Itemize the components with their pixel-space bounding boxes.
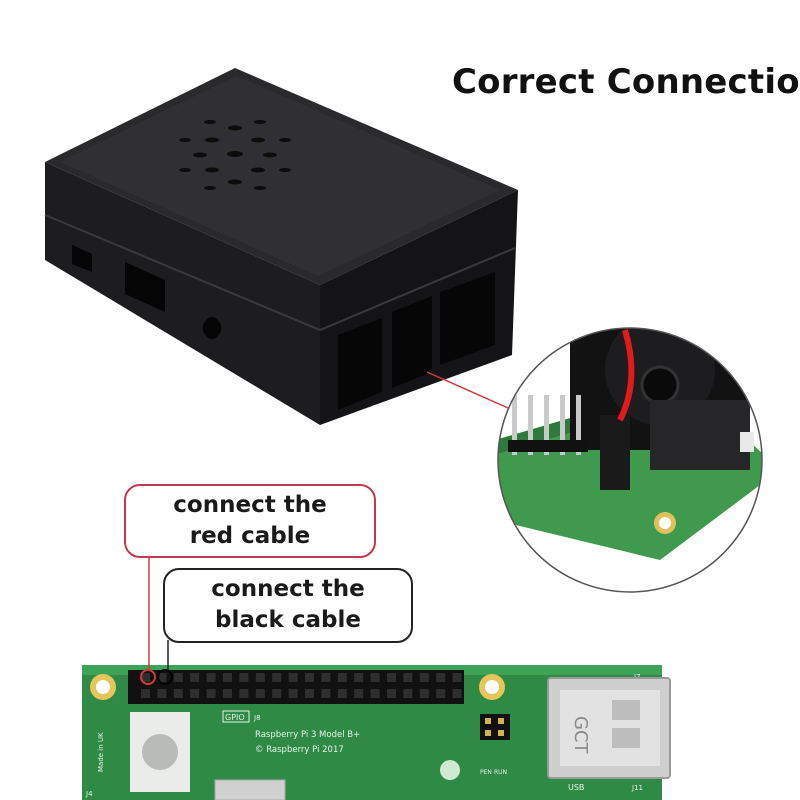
gpio-pin	[354, 689, 364, 698]
gpio-pin	[321, 673, 331, 682]
callout-black-line1: connect the	[211, 576, 365, 602]
gpio-pin	[255, 689, 265, 698]
gpio-pin	[141, 673, 150, 682]
gpio-pin	[436, 673, 446, 682]
gpio-pin	[419, 689, 429, 698]
raspberry-pi-case	[44, 68, 518, 425]
red-pin-marker	[140, 669, 156, 685]
j4-label: J4	[85, 790, 93, 798]
gpio-pin	[206, 689, 216, 698]
gpio-pin	[157, 689, 167, 698]
zoom-detail	[497, 327, 763, 593]
gpio-pin	[223, 689, 232, 698]
gpio-pin	[436, 689, 446, 698]
copyright-label: © Raspberry Pi 2017	[255, 745, 344, 755]
page-title: Correct Connection	[452, 62, 800, 102]
made-in-label: Made in UK	[97, 732, 105, 772]
usb-label: USB	[568, 783, 584, 792]
gpio-pin	[190, 689, 200, 698]
j8-label: J8	[253, 714, 261, 722]
gpio-pin	[272, 689, 282, 698]
gpio-pin	[206, 673, 216, 682]
gpio-pin	[288, 673, 298, 682]
gpio-pin	[403, 673, 413, 682]
gpio-pin	[337, 689, 347, 698]
gpio-pin	[288, 689, 298, 698]
gpio-pin	[452, 689, 462, 698]
callout-red-line2: red cable	[189, 523, 311, 549]
gpio-pin	[173, 673, 183, 682]
gpio-pin	[255, 673, 265, 682]
callout-red-cable: connect the red cable	[124, 484, 376, 558]
gpio-pin	[403, 689, 413, 698]
gpio-pin	[387, 673, 396, 682]
gpio-pin	[141, 689, 150, 698]
gpio-pin	[239, 673, 249, 682]
pen-label: PEN	[480, 769, 492, 776]
gpio-pin	[387, 689, 396, 698]
leader-line	[426, 371, 509, 409]
callout-red-line1: connect the	[173, 492, 327, 518]
gpio-pin	[305, 673, 314, 682]
gpio-pin	[239, 689, 249, 698]
gpio-pin	[337, 673, 347, 682]
gpio-pin	[190, 673, 200, 682]
gpio-pin	[354, 673, 364, 682]
j11-label: J11	[631, 784, 643, 792]
gpio-pin	[173, 689, 183, 698]
run-label: RUN	[494, 769, 507, 776]
gpio-pin	[223, 673, 232, 682]
gpio-pin	[321, 689, 331, 698]
gct-label: GCT	[570, 716, 591, 755]
model-label: Raspberry Pi 3 Model B+	[255, 730, 360, 740]
black-pin-marker	[157, 669, 173, 685]
vent-icon	[179, 120, 291, 190]
gpio-pin	[157, 673, 167, 682]
gpio-pin	[305, 689, 314, 698]
gpio-pin	[370, 689, 380, 698]
gpio-label: GPIO	[225, 713, 245, 722]
raspberry-pi-board: GPIO J8 Raspberry Pi 3 Model B+ © Raspbe…	[82, 558, 671, 800]
gpio-pin	[370, 673, 380, 682]
callout-black-line2: black cable	[215, 607, 361, 633]
callout-black-cable: connect the black cable	[163, 568, 413, 643]
gpio-pin	[272, 673, 282, 682]
gpio-pin	[452, 673, 462, 682]
gpio-pin	[419, 673, 429, 682]
